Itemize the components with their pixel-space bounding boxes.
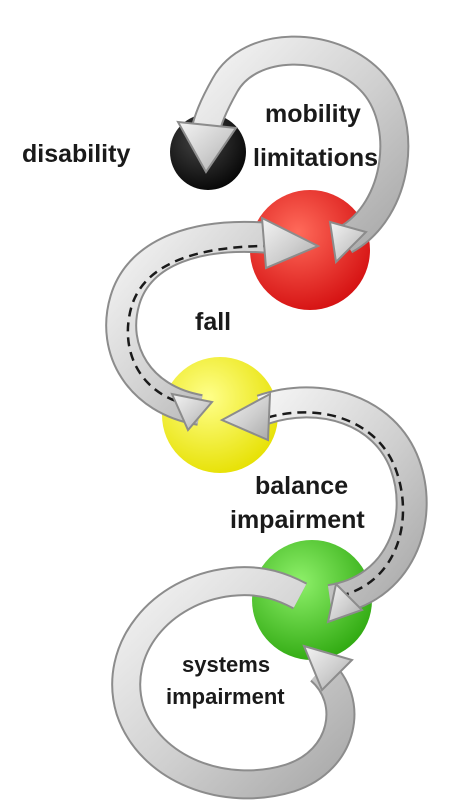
mobility-limitations-label-line1: mobility [265,100,361,128]
balance-impairment-label-line2: impairment [230,506,365,534]
disability-label: disability [22,140,130,168]
fall-circle [162,357,278,473]
balance-impairment-label-line1: balance [255,472,348,500]
curved-arrow-mobility-to-disability [176,35,410,265]
fall-label: fall [195,308,231,336]
systems-impairment-label-line1: systems [182,652,270,677]
curved-arrow-fall-to-mobility [105,216,321,432]
curved-arrow-balance-to-fall [219,386,428,624]
balance-impairment-circle [252,540,372,660]
mobility-limitations-label-line2: limitations [253,144,378,172]
systems-impairment-label-line2: impairment [166,684,285,709]
curved-arrow-systems-to-balance [111,566,356,800]
